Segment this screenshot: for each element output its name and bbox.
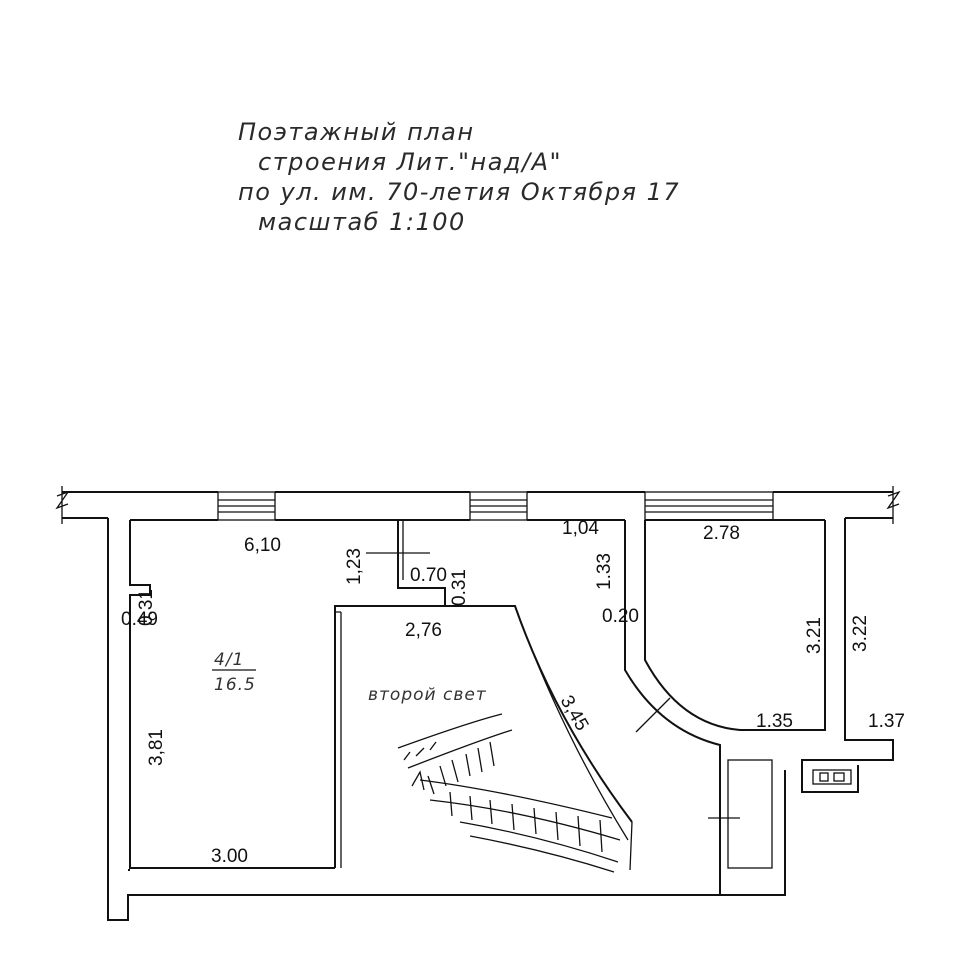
title-line-3: по ул. им. 70-летия Октября 17 [238, 178, 680, 206]
dim-1-37: 1.37 [868, 711, 905, 732]
dim-3-81: 3,81 [146, 729, 167, 766]
dim-3-00: 3.00 [211, 846, 248, 867]
lower-right-fixtures [708, 759, 852, 869]
dim-0-31-left: 0.31 [136, 589, 157, 626]
title-line-1: Поэтажный план [238, 118, 475, 146]
dim-0-31-top: 0.31 [449, 569, 470, 606]
dim-2-78: 2.78 [703, 523, 740, 544]
dim-0-20: 0.20 [602, 606, 639, 627]
dim-1-23: 1,23 [344, 548, 365, 585]
interior-partition [334, 520, 446, 868]
dim-3-22: 3.22 [850, 615, 871, 652]
dim-3-21: 3.21 [804, 617, 825, 654]
stair [397, 713, 621, 873]
dim-6-10: 6,10 [244, 535, 281, 556]
room-label: 4/1 16.5 второй свет [212, 650, 487, 705]
title-line-4: масштаб 1:100 [258, 208, 466, 236]
second-light-opening [445, 605, 633, 871]
room-left-walls [107, 520, 786, 921]
window-1 [217, 491, 276, 521]
top-wall [55, 486, 901, 870]
room-area: 16.5 [214, 675, 256, 695]
dim-2-76: 2,76 [405, 620, 442, 641]
dim-1-35: 1.35 [756, 711, 793, 732]
dim-1-33: 1.33 [594, 553, 615, 590]
dim-0-49: 0.49 [121, 609, 158, 630]
window-3 [644, 491, 774, 521]
window-2 [469, 491, 528, 521]
title-block: Поэтажный план строения Лит."над/А" по у… [238, 118, 680, 236]
room-right-walls [624, 518, 894, 895]
title-line-2: строения Лит."над/А" [258, 148, 562, 176]
room-number: 4/1 [214, 650, 244, 670]
dim-0-70: 0.70 [410, 565, 447, 586]
second-light-label: второй свет [368, 685, 487, 705]
dim-1-04: 1,04 [562, 518, 599, 539]
dimensions: 6,10 1,23 1,04 1.33 2.78 0.70 0.31 0.31 … [121, 518, 905, 867]
